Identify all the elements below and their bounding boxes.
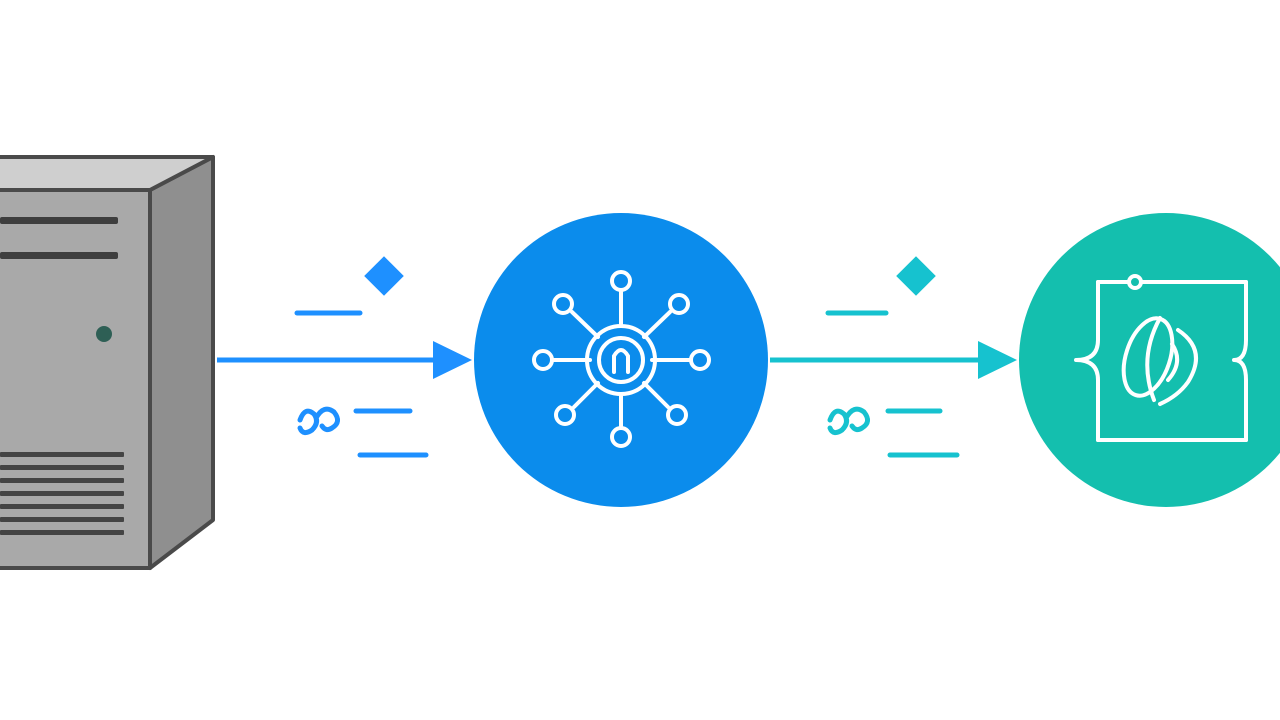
endpoint-circle	[1019, 213, 1280, 507]
server-front-face	[0, 188, 152, 570]
edge-server-to-hub	[217, 256, 472, 458]
packet-diamond-icon	[896, 256, 936, 296]
hub-port-node	[532, 349, 554, 371]
hub-circle	[474, 213, 768, 507]
packet-diamond-icon	[364, 256, 404, 296]
edge-arrowhead	[433, 341, 472, 379]
server-drive-slot	[0, 252, 118, 259]
hub-port-node	[610, 270, 632, 292]
hub-port-node	[610, 426, 632, 448]
packet-glyph-icon	[297, 406, 340, 436]
hub-port-node	[668, 293, 690, 315]
network-hub-icon	[474, 213, 768, 507]
server-power-led	[96, 326, 112, 342]
server-vent-grille	[0, 452, 124, 535]
hub-port-node	[554, 404, 576, 426]
server-drive-slot	[0, 217, 118, 224]
server-tower-icon	[0, 155, 215, 570]
code-braces-icon	[1019, 213, 1280, 507]
packet-glyph-icon	[827, 406, 870, 436]
edge-hub-to-endpoint	[770, 256, 1017, 458]
edge-arrowhead	[978, 341, 1017, 379]
hub-port-node	[666, 404, 688, 426]
hub-port-node	[552, 293, 574, 315]
server-side-face	[148, 155, 215, 570]
hub-port-node	[689, 349, 711, 371]
